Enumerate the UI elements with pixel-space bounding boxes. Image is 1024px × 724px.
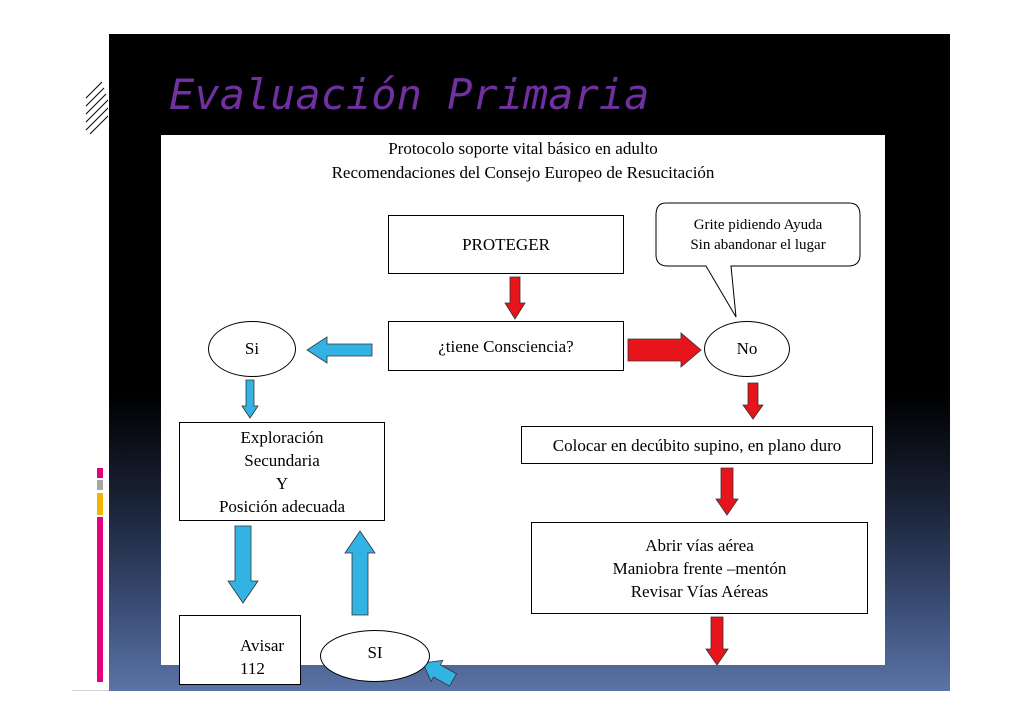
node-exploracion-line2: Secundaria bbox=[244, 450, 320, 470]
node-proteger: PROTEGER bbox=[388, 215, 624, 274]
node-no: No bbox=[704, 321, 790, 377]
arrow-si-to-exploracion bbox=[241, 379, 259, 419]
arrow-no-to-colocar bbox=[742, 382, 764, 420]
left-accent-bars bbox=[97, 468, 109, 682]
node-exploracion-line4: Posición adecuada bbox=[218, 496, 346, 516]
accent-bar-magenta-top bbox=[97, 468, 103, 478]
accent-bar-magenta-long bbox=[97, 517, 103, 682]
speech-bubble: Grite pidiendo Ayuda Sin abandonar el lu… bbox=[656, 203, 860, 266]
node-si-bottom-label: SI bbox=[367, 643, 383, 662]
arrow-colocar-to-abrir bbox=[715, 467, 739, 516]
node-colocar-label: Colocar en decúbito supino, en plano dur… bbox=[552, 435, 842, 455]
arrow-consciencia-to-no bbox=[627, 332, 702, 368]
node-exploracion-line3: Y bbox=[275, 473, 289, 493]
blue-arrows bbox=[227, 336, 458, 687]
speech-bubble-shape bbox=[655, 202, 861, 318]
slide: Evaluación Primaria Protocolo soporte vi… bbox=[109, 34, 950, 691]
arrow-exploracion-down bbox=[227, 525, 259, 604]
node-avisar: Avisar 112 bbox=[179, 615, 301, 685]
arrow-proteger-to-consciencia bbox=[504, 276, 526, 320]
node-avisar-line1: Avisar bbox=[240, 636, 285, 655]
node-si-bottom: SI bbox=[320, 630, 430, 682]
arrow-abrir-down bbox=[705, 616, 729, 666]
node-avisar-line2: 112 bbox=[240, 659, 265, 678]
node-consciencia: ¿tiene Consciencia? bbox=[388, 321, 624, 371]
node-colocar: Colocar en decúbito supino, en plano dur… bbox=[521, 426, 873, 464]
slide-edge-stripes bbox=[0, 58, 112, 153]
slide-title: Evaluación Primaria bbox=[169, 70, 650, 119]
bottom-divider bbox=[72, 690, 109, 691]
node-proteger-label: PROTEGER bbox=[462, 235, 550, 254]
accent-bar-yellow bbox=[97, 493, 103, 515]
node-abrir-line3: Revisar Vías Aéreas bbox=[630, 581, 769, 601]
arrow-consciencia-to-si bbox=[306, 336, 373, 364]
arrow-to-si-bottom bbox=[422, 659, 458, 687]
flowchart-diagram: Protocolo soporte vital básico en adulto… bbox=[161, 135, 885, 687]
red-arrows bbox=[504, 276, 764, 666]
node-si-top: Si bbox=[208, 321, 296, 377]
node-consciencia-label: ¿tiene Consciencia? bbox=[438, 336, 574, 356]
arrow-up-to-exploracion bbox=[344, 530, 376, 616]
node-exploracion: Exploración Secundaria Y Posición adecua… bbox=[179, 422, 385, 521]
speech-bubble-line2: Sin abandonar el lugar bbox=[690, 236, 826, 253]
speech-bubble-line1: Grite pidiendo Ayuda bbox=[693, 216, 823, 233]
node-abrir-line1: Abrir vías aérea bbox=[645, 535, 754, 555]
flow-arrows bbox=[187, 202, 861, 687]
diagram-header-line1: Protocolo soporte vital básico en adulto bbox=[388, 139, 658, 158]
diagram-header-line2: Recomendaciones del Consejo Europeo de R… bbox=[331, 163, 715, 182]
node-si-top-label: Si bbox=[244, 339, 260, 358]
node-abrir-vias: Abrir vías aérea Maniobra frente –mentón… bbox=[531, 522, 868, 614]
node-abrir-line2: Maniobra frente –mentón bbox=[612, 558, 787, 578]
accent-bar-gray bbox=[97, 480, 103, 490]
node-exploracion-line1: Exploración bbox=[240, 427, 324, 447]
node-no-label: No bbox=[736, 339, 758, 358]
